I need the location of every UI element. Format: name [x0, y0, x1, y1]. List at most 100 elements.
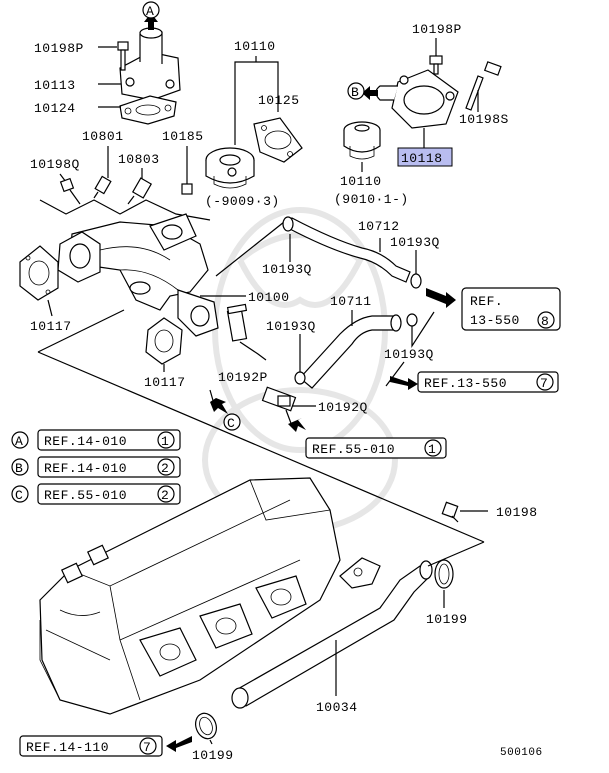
ref-14-110-7-label: REF.14-110: [26, 740, 109, 755]
ref-a-label: REF.14-010: [44, 434, 127, 449]
label-10185: 10185: [162, 129, 204, 144]
arrow-c: [210, 398, 228, 414]
ref-a-num: 1: [161, 434, 169, 449]
label-10113: 10113: [34, 78, 76, 93]
label-10124: 10124: [34, 101, 76, 116]
ref-13-550-8-line2: 13-550: [470, 313, 520, 328]
ref-55-010-1-box: REF.55-010 1: [305, 437, 447, 459]
label-10198P-right: 10198P: [412, 22, 462, 37]
arrow-a: A: [142, 1, 160, 30]
arrow-ref-14-110-7: [166, 736, 192, 752]
note-10110-late: (9010·1-): [334, 192, 409, 207]
plug-10185: [181, 183, 193, 195]
label-10199-bottom: 10199: [192, 748, 234, 763]
label-10192Q: 10192Q: [318, 400, 368, 415]
ref-55-010-1-label: REF.55-010: [312, 442, 395, 457]
clamp-10193Q-b: [410, 273, 422, 289]
label-10193Q-d: 10193Q: [384, 347, 434, 362]
ref-14-110-7-num: 7: [143, 740, 151, 755]
ref-13-550-7-box: REF.13-550 7: [417, 371, 559, 393]
water-pipe-10034: [231, 557, 433, 709]
o-ring-10199-right: [434, 559, 454, 589]
label-10100: 10100: [248, 290, 290, 305]
ref-b-label: REF.14-010: [44, 461, 127, 476]
label-10110-right: 10110: [340, 174, 382, 189]
ref-13-550-8-line1: REF.: [470, 294, 503, 309]
ref-13-550-7-num: 7: [540, 376, 548, 391]
ref-b-num: 2: [161, 461, 169, 476]
gasket-10124: [119, 95, 177, 125]
thermostat-10110-late: [343, 121, 381, 160]
label-10801: 10801: [82, 129, 124, 144]
label-10118: 10118: [401, 151, 443, 166]
cylinder-head: [39, 477, 341, 715]
label-10199-right: 10199: [426, 612, 468, 627]
arrow-ref-13-550-7: [390, 376, 418, 390]
o-ring-10199-bottom: [195, 712, 217, 740]
bolt-10198P-right: [429, 55, 443, 75]
highlight-10118: [397, 147, 453, 167]
legend-a-letter: A: [15, 434, 23, 449]
clamp-10193Q-a: [282, 216, 294, 232]
ref-55-010-1-num: 1: [428, 442, 436, 457]
bolt-10198Q: [59, 177, 81, 205]
ref-c-label: REF.55-010: [44, 488, 127, 503]
label-10803: 10803: [118, 152, 160, 167]
sensor-10803: [127, 177, 153, 205]
label-10198S: 10198S: [459, 112, 509, 127]
bolt-10198: [441, 501, 459, 523]
water-outlet-fitting-10113: [119, 27, 181, 101]
diagram-id: 500106: [500, 747, 543, 759]
bolt-10198S: [465, 61, 502, 111]
callout-b-circle: [347, 82, 365, 100]
ref-c-num: 2: [161, 488, 169, 503]
label-10198P-top: 10198P: [34, 41, 84, 56]
gasket-10117-mid: [145, 317, 183, 365]
callout-c: C: [227, 416, 235, 431]
label-10110-left: 10110: [234, 39, 276, 54]
label-10198Q: 10198Q: [30, 157, 80, 172]
callout-a: A: [146, 4, 154, 19]
ref-13-550-8-num: 8: [541, 314, 549, 329]
label-10117-mid: 10117: [144, 375, 186, 390]
callout-c-circle: [223, 413, 241, 431]
legend-c-letter: C: [15, 488, 23, 503]
label-10711: 10711: [330, 294, 372, 309]
bolt-10198P-top: [117, 41, 129, 71]
arrow-b: B: [347, 82, 378, 100]
label-10198: 10198: [496, 505, 538, 520]
legend-ref-a: A REF.14-010 1: [11, 429, 181, 451]
label-10193Q-c: 10193Q: [266, 319, 316, 334]
label-10712: 10712: [358, 219, 400, 234]
note-10110-early: (-9009·3): [205, 194, 280, 209]
thermostat-10110-early: [205, 147, 255, 189]
arrow-ref-55-010-1: [288, 418, 306, 432]
thermostat-housing-10118: [375, 69, 459, 129]
legend-ref-b: B REF.14-010 2: [11, 456, 181, 478]
label-10193Q-a: 10193Q: [262, 262, 312, 277]
ref-14-110-7-box: REF.14-110 7: [19, 735, 163, 757]
legend-b-letter: B: [15, 461, 23, 476]
ref-13-550-8-box: REF. 13-550 8: [461, 287, 561, 331]
hose-10712: [287, 217, 411, 283]
label-10125: 10125: [258, 93, 300, 108]
label-10192P: 10192P: [218, 370, 268, 385]
callout-b: B: [351, 85, 359, 100]
sensor-10801: [93, 175, 112, 199]
label-10193Q-b: 10193Q: [390, 235, 440, 250]
gasket-10125: [253, 117, 303, 163]
arrow-ref-13-550-8: [426, 288, 456, 308]
gasket-10117-left: [19, 245, 59, 301]
nipple-10192P: [226, 303, 248, 342]
callout-a-circle: [142, 1, 160, 19]
hose-10711: [299, 314, 402, 389]
label-10117-left: 10117: [30, 319, 72, 334]
nipple-10192Q: [261, 386, 297, 412]
label-10034: 10034: [316, 700, 358, 715]
legend-ref-c: C REF.55-010 2: [11, 483, 181, 505]
clamp-10193Q-d: [406, 313, 418, 327]
ref-13-550-7-label: REF.13-550: [424, 376, 507, 391]
clamp-10193Q-c: [294, 371, 306, 385]
